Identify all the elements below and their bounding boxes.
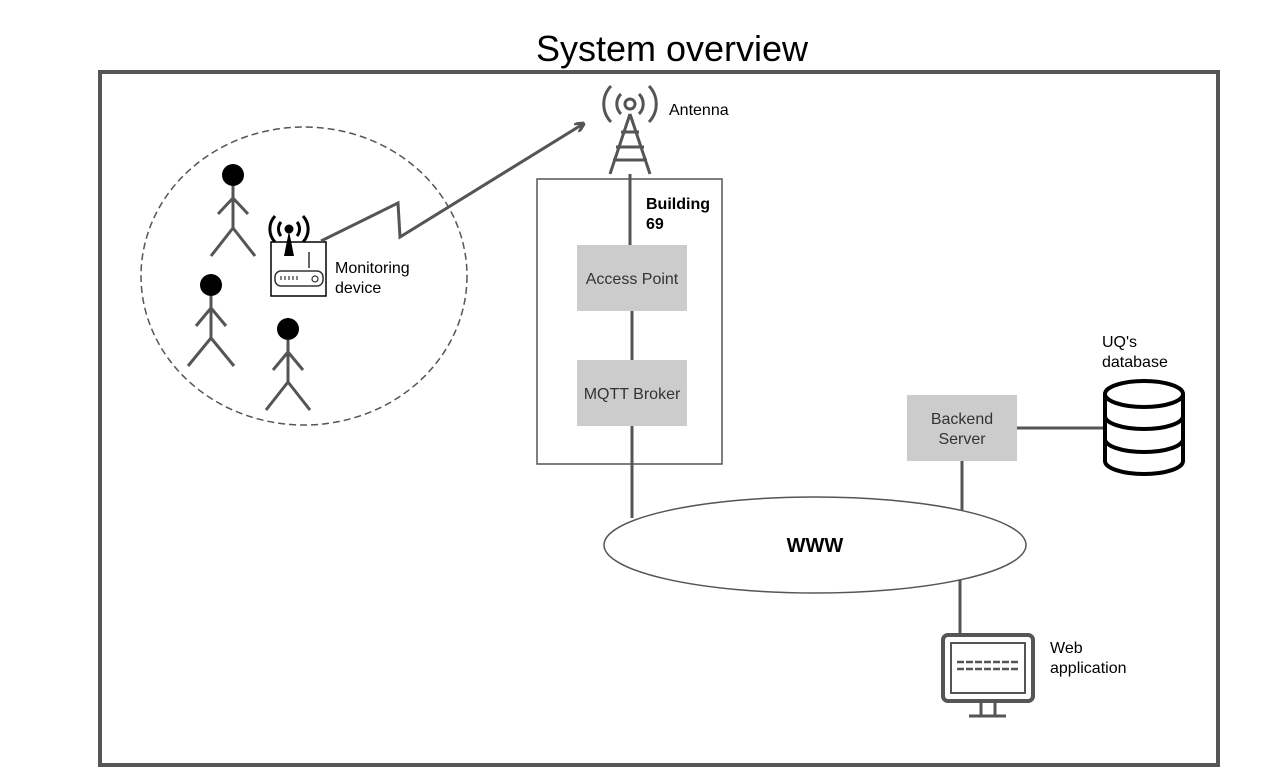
- wireless-router-icon: [268, 214, 327, 297]
- building-label: 69: [646, 216, 664, 233]
- wireless-link-arrow: [320, 124, 583, 243]
- antenna-tower-icon: [602, 84, 658, 175]
- database-label: UQ's: [1102, 334, 1137, 351]
- antenna-label: Antenna: [669, 102, 729, 119]
- access-point-label: Access Point: [586, 271, 679, 288]
- diagram-title: System overview: [536, 28, 809, 69]
- web-application-label: application: [1050, 660, 1127, 677]
- web-application-label: Web: [1050, 640, 1083, 657]
- backend-server-label: Backend: [931, 411, 993, 428]
- mqtt-broker-label: MQTT Broker: [584, 386, 681, 403]
- monitor-icon: [941, 633, 1035, 718]
- person-icon: [264, 318, 312, 411]
- access-point-box: [577, 245, 687, 311]
- user-area-ellipse: [140, 126, 468, 426]
- outer-frame: [98, 70, 1220, 767]
- database-icon: [1103, 379, 1185, 476]
- mqtt-broker-box: [577, 360, 687, 426]
- monitoring-device-label: Monitoring: [335, 260, 410, 277]
- person-icon: [209, 164, 257, 257]
- www-ellipse: [603, 496, 1027, 594]
- person-icon: [186, 274, 236, 367]
- connection-lines: [628, 174, 1107, 636]
- database-label: database: [1102, 354, 1168, 371]
- monitoring-device-label: device: [335, 280, 381, 297]
- building-label: Building: [646, 196, 710, 213]
- backend-server-box: [907, 395, 1017, 461]
- www-label: WWW: [787, 535, 844, 557]
- backend-server-label: Server: [938, 431, 986, 448]
